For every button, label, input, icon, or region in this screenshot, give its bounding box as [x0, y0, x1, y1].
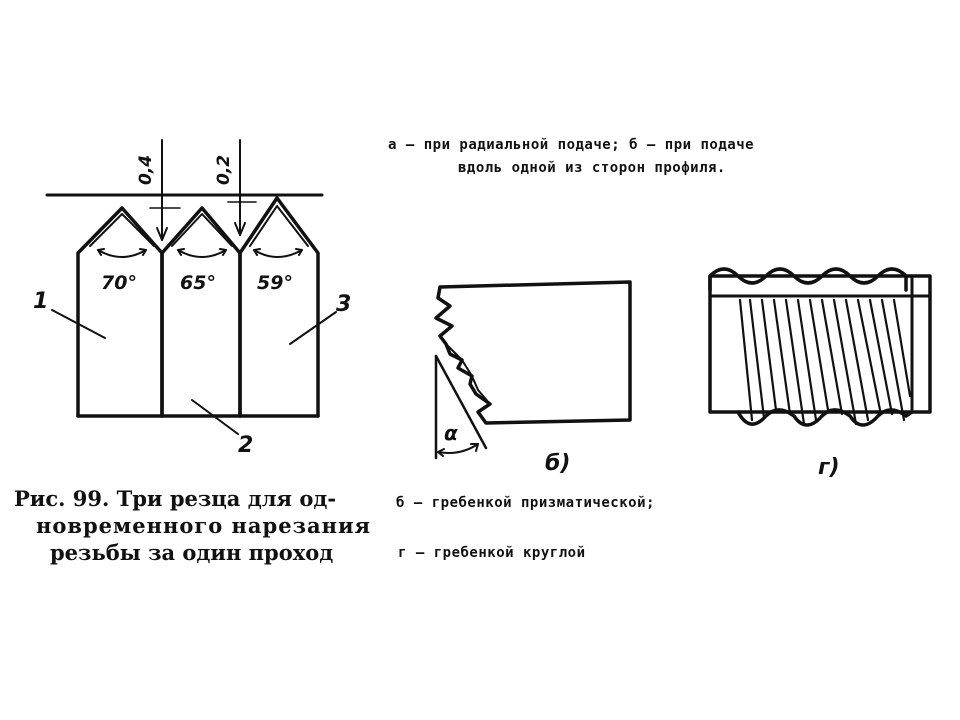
part-number-1: 1: [33, 289, 48, 314]
cutter-3-inner-line: [249, 205, 309, 247]
caption-line-1: Рис. 99. Три резца для од-: [14, 486, 337, 511]
caption-line-3: резьбы за один проход: [50, 540, 334, 565]
round-comb-helix-lines: [738, 298, 912, 426]
figure-label-g: г): [818, 455, 840, 480]
leader-line-1: [51, 309, 106, 339]
angle-arc-alpha: [437, 443, 479, 454]
leader-line-3: [289, 311, 337, 345]
prismatic-comb-outline: [434, 280, 632, 425]
legend-top-line-1: а — при радиальной подаче; б — при подач…: [388, 137, 755, 153]
part-number-2: 2: [238, 433, 253, 458]
alpha-label: α: [444, 421, 458, 445]
caption-line-2: новременного нарезания: [36, 513, 372, 538]
dimension-label-1: 0,4: [136, 155, 156, 185]
round-comb-drawing: [708, 267, 932, 427]
legend-top-line-2: вдоль одной из сторон профиля.: [458, 160, 726, 176]
angle-label-3: 59°: [257, 272, 293, 294]
angle-arc-2: [177, 249, 227, 258]
angle-line-inclined: [434, 354, 488, 450]
round-comb-top-wave: [708, 267, 908, 292]
prismatic-comb-drawing: [434, 280, 632, 460]
part-number-3: 3: [336, 292, 351, 317]
leader-line-2: [191, 399, 239, 435]
cutter-2-outline: [160, 206, 242, 418]
cutter-2-inner-line: [171, 213, 233, 247]
cutter-1-inner-line: [89, 213, 155, 247]
angle-label-1: 70°: [101, 272, 137, 294]
cutter-3-outline: [238, 196, 320, 418]
figure-label-b: б): [545, 451, 570, 476]
legend-bottom-line-1: б — гребенкой призматической;: [396, 495, 655, 511]
three-cutters-drawing: [45, 139, 337, 435]
round-comb-bottom-wave: [736, 408, 914, 427]
angle-arc-3: [253, 249, 303, 258]
round-comb-body: [708, 274, 932, 414]
angle-label-2: 65°: [180, 272, 216, 294]
dimension-label-2: 0,2: [214, 155, 234, 185]
angle-arc-1: [97, 249, 147, 258]
cutter-1-outline: [76, 206, 164, 418]
legend-bottom-line-2: г — гребенкой круглой: [398, 545, 586, 561]
